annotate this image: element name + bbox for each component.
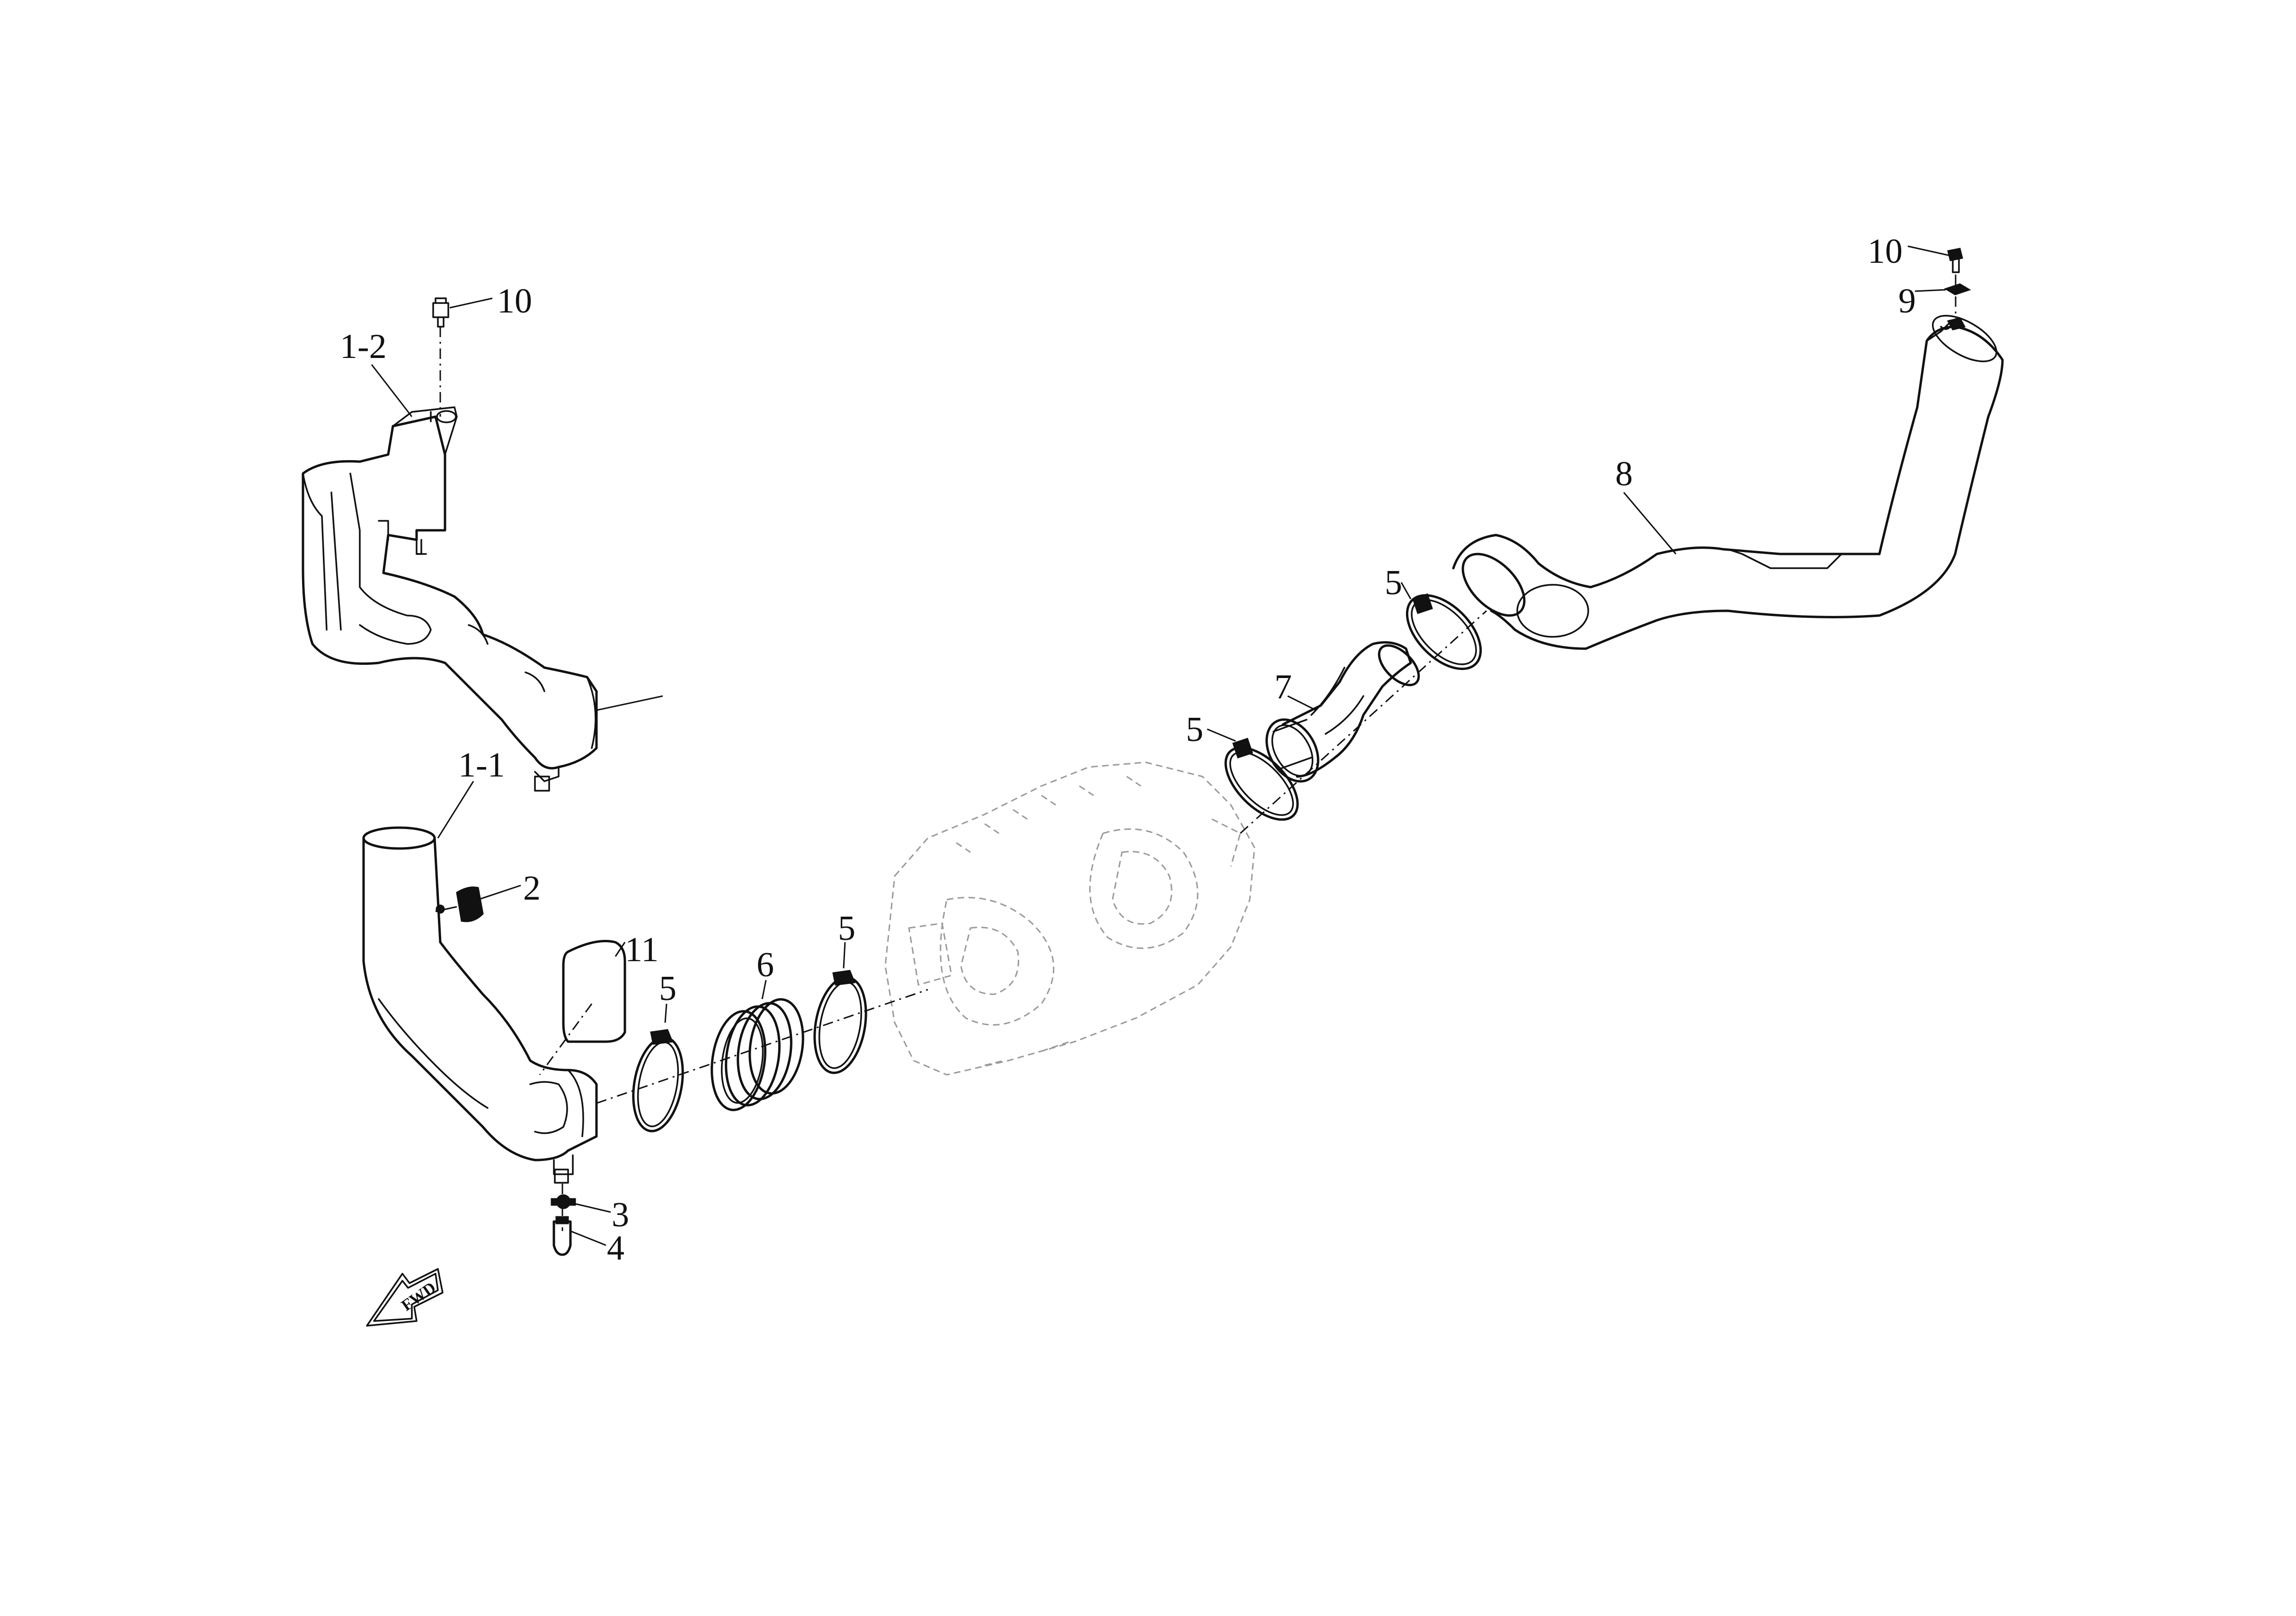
callout-9: 9 xyxy=(1898,282,1916,321)
callout-3: 3 xyxy=(612,1196,629,1234)
part-11-axis xyxy=(539,1003,593,1075)
callout-10-right: 10 xyxy=(1868,232,1903,271)
callout-1-1: 1-1 xyxy=(458,746,505,785)
callout-1-2: 1-2 xyxy=(340,327,387,366)
callout-11: 11 xyxy=(625,930,659,969)
assembly-axis-line-upper xyxy=(1239,610,1487,834)
callout-6: 6 xyxy=(756,946,774,984)
part-9-washer xyxy=(1944,283,1971,295)
part-1-2-axis-line xyxy=(596,695,663,711)
part-5-clamp-d xyxy=(1406,593,1482,670)
callout-4: 4 xyxy=(607,1229,624,1268)
callout-5-b: 5 xyxy=(838,909,855,948)
forward-direction-arrow-icon: FWD xyxy=(366,1268,444,1327)
callout-5-d: 5 xyxy=(1385,563,1402,602)
part-3-washer xyxy=(551,1194,576,1209)
part-4-drain-plug xyxy=(552,1216,572,1256)
transmission-housing-outline xyxy=(884,761,1255,1076)
callout-8: 8 xyxy=(1615,455,1633,493)
part-8-outlet-pipe xyxy=(1452,315,2004,650)
part-2-fitting xyxy=(435,886,484,922)
part-5-clamp-b xyxy=(813,970,867,1074)
callout-10-left: 10 xyxy=(497,282,532,321)
part-7-connecting-hose xyxy=(1265,641,1420,783)
part-6-bellows-boot xyxy=(711,998,804,1111)
part-1-1-lower-duct xyxy=(362,826,598,1184)
part-5-clamp-a xyxy=(632,1029,684,1133)
callout-2: 2 xyxy=(523,869,541,908)
callout-7: 7 xyxy=(1274,668,1292,706)
part-1-2-upper-duct xyxy=(302,406,598,792)
leader-lines xyxy=(371,245,1951,1246)
part-5-clamp-c xyxy=(1224,738,1299,821)
part-11-gasket-plate xyxy=(562,940,626,1043)
callout-5-c: 5 xyxy=(1186,710,1203,749)
part-10-bolt-right xyxy=(1947,248,1963,273)
part-10-bolt-left xyxy=(432,297,449,328)
callout-5-a: 5 xyxy=(659,969,676,1008)
